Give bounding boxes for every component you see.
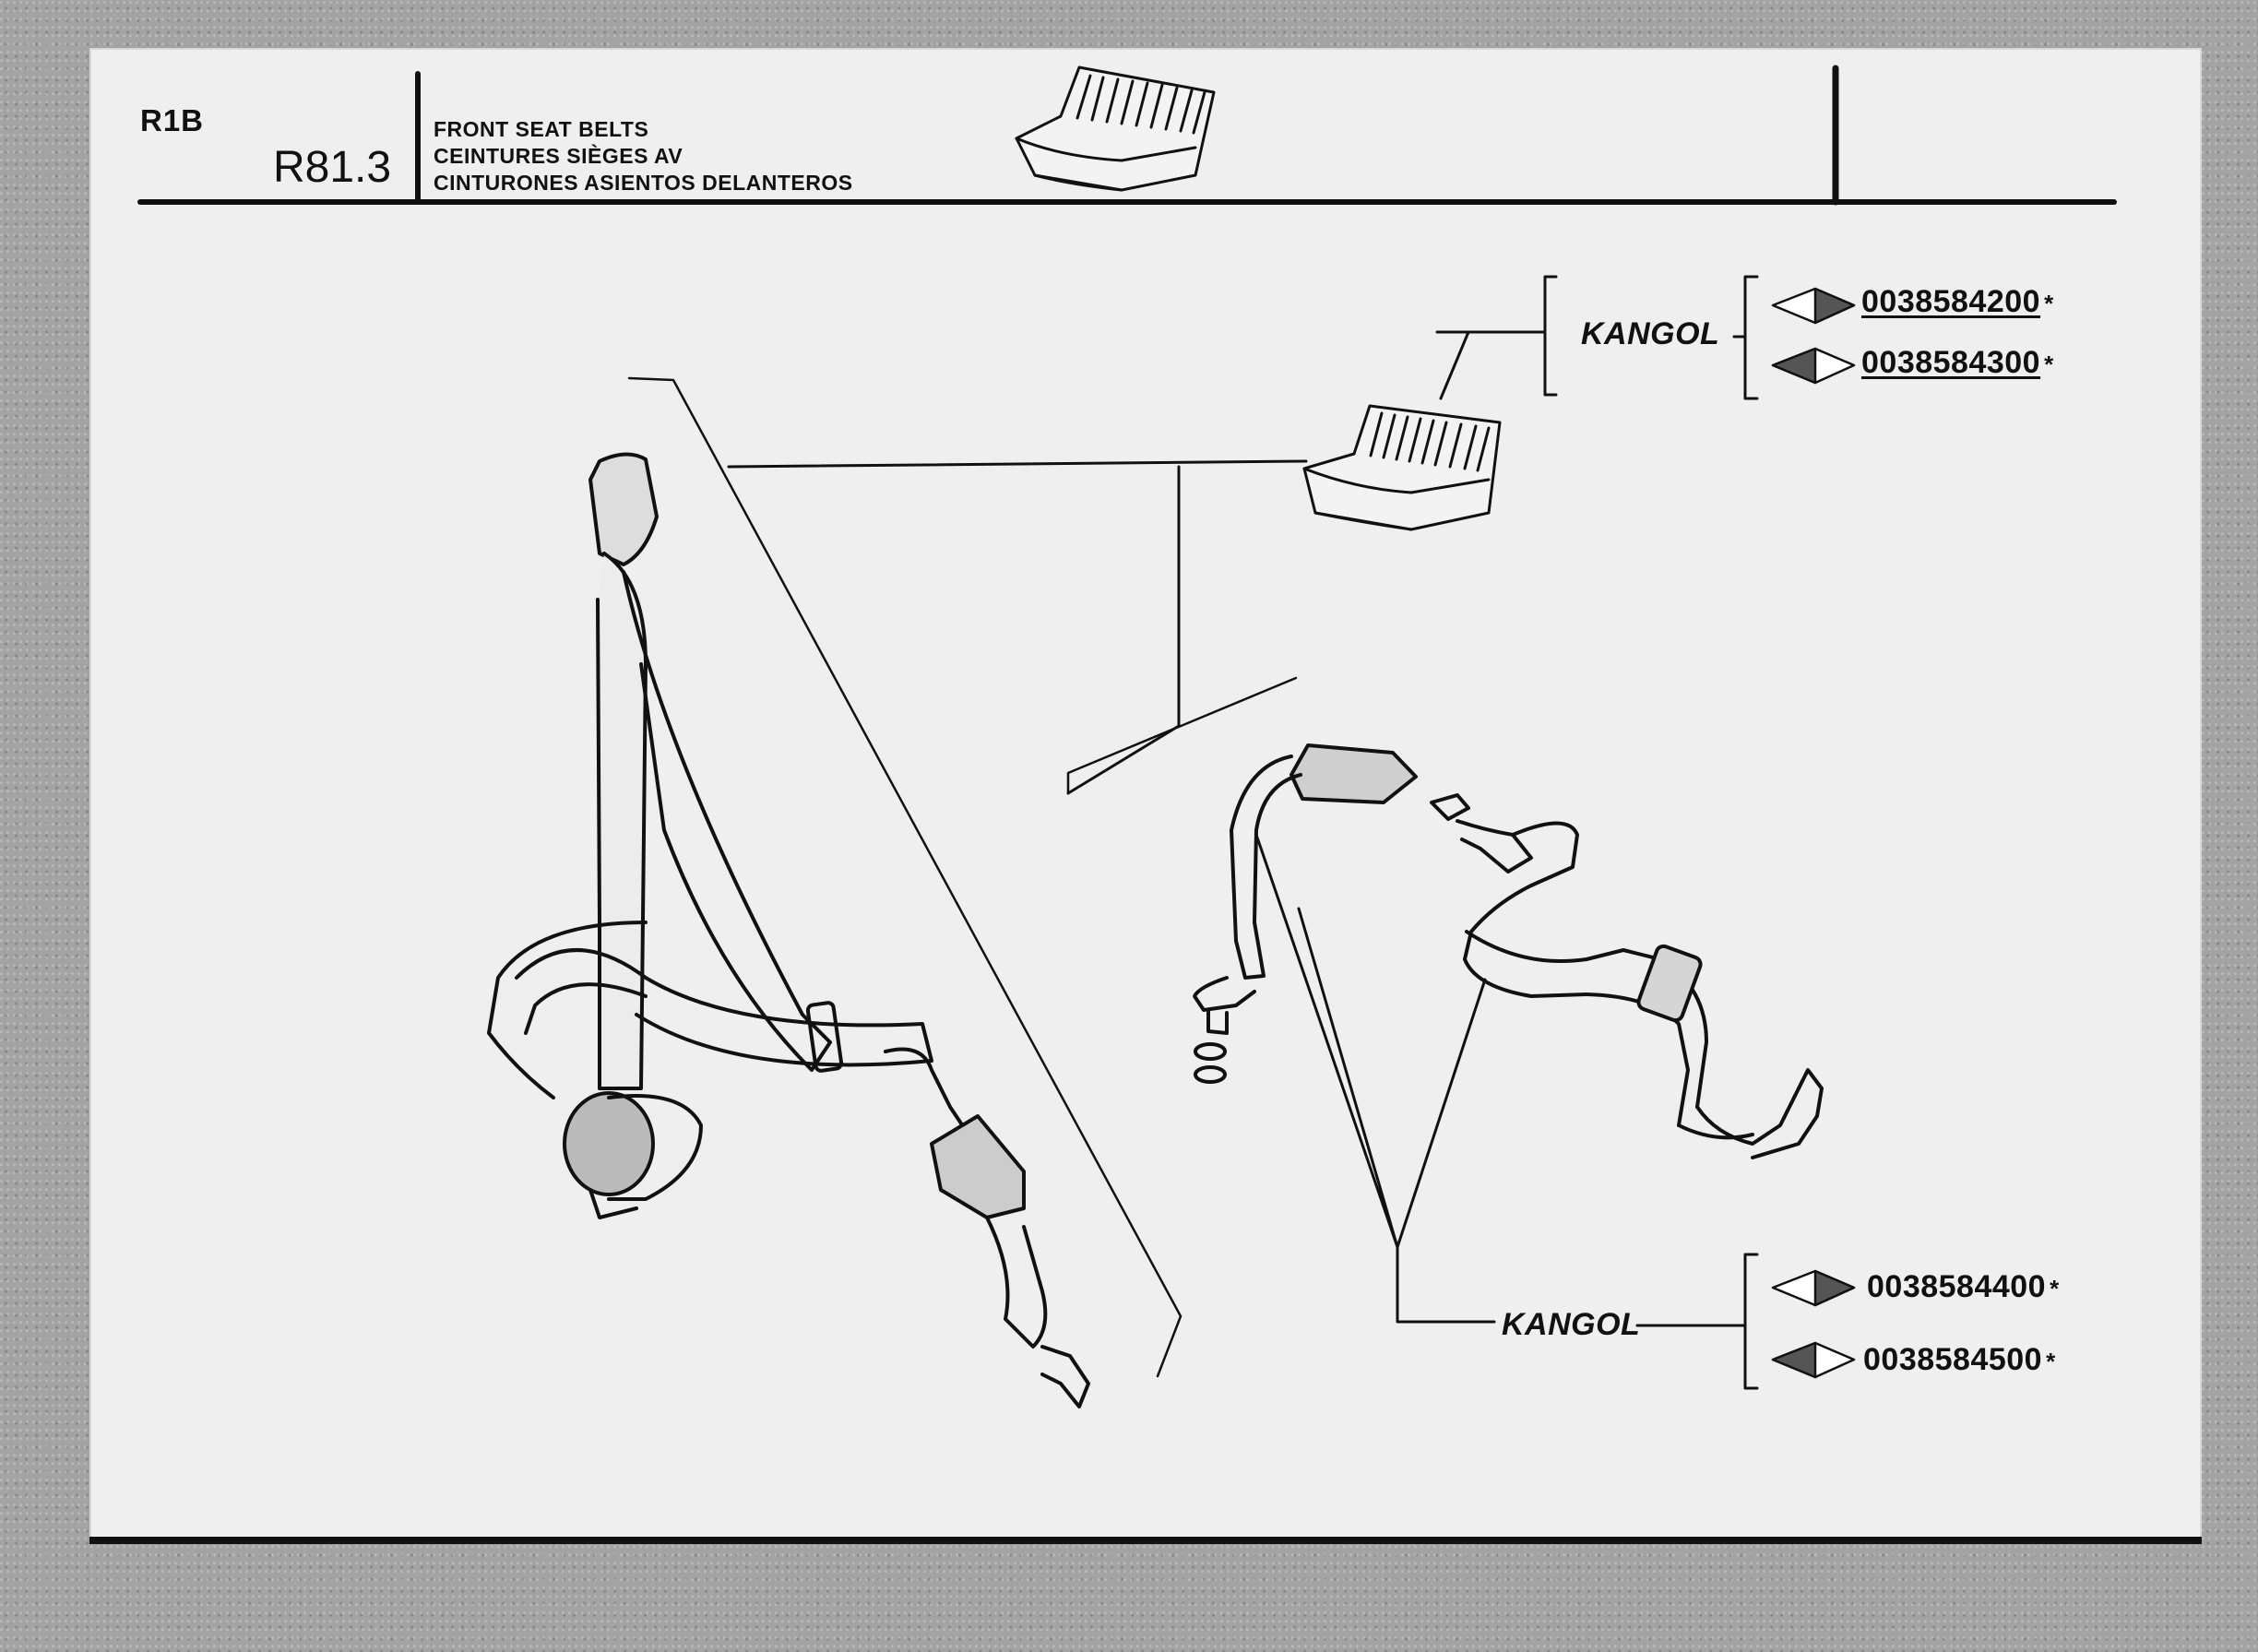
part-number-text: 0038584300 [1861, 345, 2041, 380]
leader-bottom [1254, 833, 1496, 1324]
buckle-stalk-assembly [1193, 743, 1418, 1084]
bracket-parts-top [1732, 275, 1759, 400]
asterisk-marker: * [2050, 1274, 2060, 1302]
asterisk-marker: * [2044, 289, 2054, 317]
part-number-text: 0038584500 [1863, 1342, 2043, 1377]
part-number[interactable]: 0038584200* [1861, 284, 2054, 320]
part-number[interactable]: 0038584500* [1863, 1342, 2056, 1378]
leader-to-left-belt [627, 376, 1182, 1378]
left-diamond-icon [1771, 347, 1856, 385]
leader-main [727, 459, 1308, 795]
asterisk-marker: * [2044, 350, 2054, 378]
brand-label: KANGOL [1502, 1307, 1641, 1342]
brand-label: KANGOL [1581, 316, 1720, 351]
leader-right-belt [1066, 676, 1298, 795]
title-line-en: FRONT SEAT BELTS [434, 117, 649, 141]
leader-seat-link [1439, 330, 1470, 400]
title-line-es: CINTURONES ASIENTOS DELANTEROS [434, 171, 853, 195]
page-title: FRONT SEAT BELTS CEINTURES SIÈGES AV CIN… [434, 116, 853, 196]
part-number-text: 0038584400 [1867, 1269, 2047, 1304]
section-code: R1B [140, 103, 205, 137]
right-diamond-icon [1771, 1269, 1856, 1307]
header-seat-icon [1015, 65, 1216, 192]
leader-top-bracket [1435, 275, 1558, 397]
page-edge [89, 1537, 2202, 1544]
part-number[interactable]: 0038584300* [1861, 345, 2054, 381]
part-number-text: 0038584200 [1861, 284, 2041, 319]
right-diamond-icon [1771, 287, 1856, 325]
catalog-page [89, 48, 2202, 1544]
bracket-parts-bottom [1743, 1253, 1759, 1390]
seat-icon [1302, 404, 1502, 531]
title-line-fr: CEINTURES SIÈGES AV [434, 144, 683, 168]
page-code: R81.3 [273, 143, 392, 192]
lap-belt-assembly [1430, 793, 1824, 1159]
three-point-seat-belt [487, 452, 1090, 1408]
asterisk-marker: * [2046, 1347, 2056, 1375]
part-number[interactable]: 0038584400* [1867, 1269, 2060, 1305]
left-diamond-icon [1771, 1341, 1856, 1379]
